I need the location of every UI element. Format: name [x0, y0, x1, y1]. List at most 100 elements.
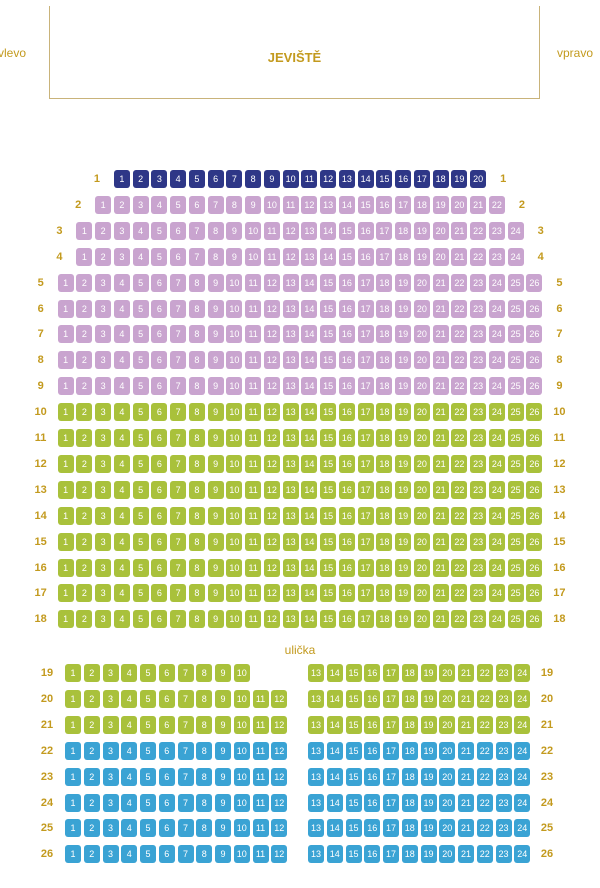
seat-row-21-14[interactable]: 14: [326, 715, 343, 734]
seat-row-12-24[interactable]: 24: [488, 454, 505, 473]
seat-row-7-24[interactable]: 24: [488, 325, 505, 344]
seat-row-4-4[interactable]: 4: [132, 247, 149, 266]
seat-row-16-17[interactable]: 17: [357, 558, 374, 577]
seat-row-21-7[interactable]: 7: [177, 715, 194, 734]
seat-row-21-18[interactable]: 18: [401, 715, 418, 734]
seat-row-20-22[interactable]: 22: [476, 689, 493, 708]
seat-row-15-11[interactable]: 11: [245, 532, 262, 551]
seat-row-26-7[interactable]: 7: [177, 845, 194, 864]
seat-row-6-9[interactable]: 9: [207, 299, 224, 318]
seat-row-15-23[interactable]: 23: [470, 532, 487, 551]
seat-row-12-11[interactable]: 11: [245, 454, 262, 473]
seat-row-26-1[interactable]: 1: [65, 845, 81, 864]
seat-row-18-8[interactable]: 8: [188, 610, 205, 629]
seat-row-15-24[interactable]: 24: [488, 532, 505, 551]
seat-row-5-22[interactable]: 22: [451, 273, 468, 292]
seat-row-4-15[interactable]: 15: [338, 247, 355, 266]
seat-row-10-26[interactable]: 26: [526, 403, 543, 422]
seat-row-14-17[interactable]: 17: [357, 506, 374, 525]
seat-row-16-9[interactable]: 9: [207, 558, 224, 577]
seat-row-15-21[interactable]: 21: [432, 532, 449, 551]
seat-row-10-22[interactable]: 22: [451, 403, 468, 422]
seat-row-16-23[interactable]: 23: [470, 558, 487, 577]
seat-row-2-6[interactable]: 6: [188, 195, 205, 214]
seat-row-6-16[interactable]: 16: [338, 299, 355, 318]
seat-row-26-6[interactable]: 6: [158, 845, 175, 864]
seat-row-17-14[interactable]: 14: [301, 584, 318, 603]
seat-row-12-3[interactable]: 3: [95, 454, 112, 473]
seat-row-6-6[interactable]: 6: [151, 299, 168, 318]
seat-row-21-10[interactable]: 10: [233, 715, 250, 734]
seat-row-15-26[interactable]: 26: [526, 532, 543, 551]
seat-row-2-11[interactable]: 11: [282, 195, 299, 214]
seat-row-3-22[interactable]: 22: [470, 221, 487, 240]
seat-row-8-3[interactable]: 3: [95, 351, 112, 370]
seat-row-24-10[interactable]: 10: [233, 793, 250, 812]
seat-row-2-14[interactable]: 14: [338, 195, 355, 214]
seat-row-3-3[interactable]: 3: [113, 221, 130, 240]
seat-row-14-23[interactable]: 23: [470, 506, 487, 525]
seat-row-6-10[interactable]: 10: [226, 299, 243, 318]
seat-row-19-14[interactable]: 14: [326, 664, 343, 682]
seat-row-1-9[interactable]: 9: [263, 170, 280, 188]
seat-row-21-17[interactable]: 17: [383, 715, 399, 734]
seat-row-21-8[interactable]: 8: [196, 715, 213, 734]
seat-row-14-6[interactable]: 6: [151, 506, 168, 525]
seat-row-26-18[interactable]: 18: [401, 845, 418, 864]
seat-row-6-11[interactable]: 11: [245, 299, 262, 318]
seat-row-3-13[interactable]: 13: [301, 221, 318, 240]
seat-row-12-2[interactable]: 2: [76, 454, 93, 473]
seat-row-10-9[interactable]: 9: [207, 403, 224, 422]
seat-row-20-10[interactable]: 10: [233, 689, 250, 708]
seat-row-5-25[interactable]: 25: [507, 273, 524, 292]
seat-row-10-4[interactable]: 4: [113, 403, 130, 422]
seat-row-14-24[interactable]: 24: [488, 506, 505, 525]
seat-row-17-4[interactable]: 4: [113, 584, 130, 603]
seat-row-23-8[interactable]: 8: [196, 767, 213, 786]
seat-row-7-21[interactable]: 21: [432, 325, 449, 344]
seat-row-1-14[interactable]: 14: [357, 170, 374, 188]
seat-row-7-18[interactable]: 18: [376, 325, 393, 344]
seat-row-4-2[interactable]: 2: [95, 247, 112, 266]
seat-row-26-2[interactable]: 2: [83, 845, 100, 864]
seat-row-23-10[interactable]: 10: [233, 767, 250, 786]
seat-row-4-19[interactable]: 19: [413, 247, 430, 266]
seat-row-23-17[interactable]: 17: [383, 767, 399, 786]
seat-row-17-8[interactable]: 8: [188, 584, 205, 603]
seat-row-4-3[interactable]: 3: [113, 247, 130, 266]
seat-row-9-25[interactable]: 25: [507, 377, 524, 396]
seat-row-7-8[interactable]: 8: [188, 325, 205, 344]
seat-row-13-18[interactable]: 18: [376, 480, 393, 499]
seat-row-8-13[interactable]: 13: [282, 351, 299, 370]
seat-row-14-10[interactable]: 10: [226, 506, 243, 525]
seat-row-16-16[interactable]: 16: [338, 558, 355, 577]
seat-row-4-1[interactable]: 1: [76, 247, 93, 266]
seat-row-6-7[interactable]: 7: [170, 299, 187, 318]
seat-row-4-6[interactable]: 6: [170, 247, 187, 266]
seat-row-17-15[interactable]: 15: [320, 584, 337, 603]
seat-row-17-18[interactable]: 18: [376, 584, 393, 603]
seat-row-11-4[interactable]: 4: [113, 429, 130, 447]
seat-row-16-3[interactable]: 3: [95, 558, 112, 577]
seat-row-16-5[interactable]: 5: [132, 558, 149, 577]
seat-row-20-12[interactable]: 12: [271, 689, 288, 708]
seat-row-22-19[interactable]: 19: [420, 741, 437, 760]
seat-row-9-21[interactable]: 21: [432, 377, 449, 396]
seat-row-7-12[interactable]: 12: [263, 325, 280, 344]
seat-row-4-23[interactable]: 23: [488, 247, 505, 266]
seat-row-25-5[interactable]: 5: [140, 819, 156, 838]
seat-row-7-3[interactable]: 3: [95, 325, 112, 344]
seat-row-4-22[interactable]: 22: [470, 247, 487, 266]
seat-row-6-24[interactable]: 24: [488, 299, 505, 318]
seat-row-15-3[interactable]: 3: [95, 532, 112, 551]
seat-row-18-17[interactable]: 17: [357, 610, 374, 629]
seat-row-8-6[interactable]: 6: [151, 351, 168, 370]
seat-row-5-1[interactable]: 1: [57, 273, 74, 292]
seat-row-22-1[interactable]: 1: [65, 741, 81, 760]
seat-row-4-5[interactable]: 5: [151, 247, 168, 266]
seat-row-23-7[interactable]: 7: [177, 767, 194, 786]
seat-row-2-10[interactable]: 10: [263, 195, 280, 214]
seat-row-7-23[interactable]: 23: [470, 325, 487, 344]
seat-row-5-12[interactable]: 12: [263, 273, 280, 292]
seat-row-20-2[interactable]: 2: [83, 689, 100, 708]
